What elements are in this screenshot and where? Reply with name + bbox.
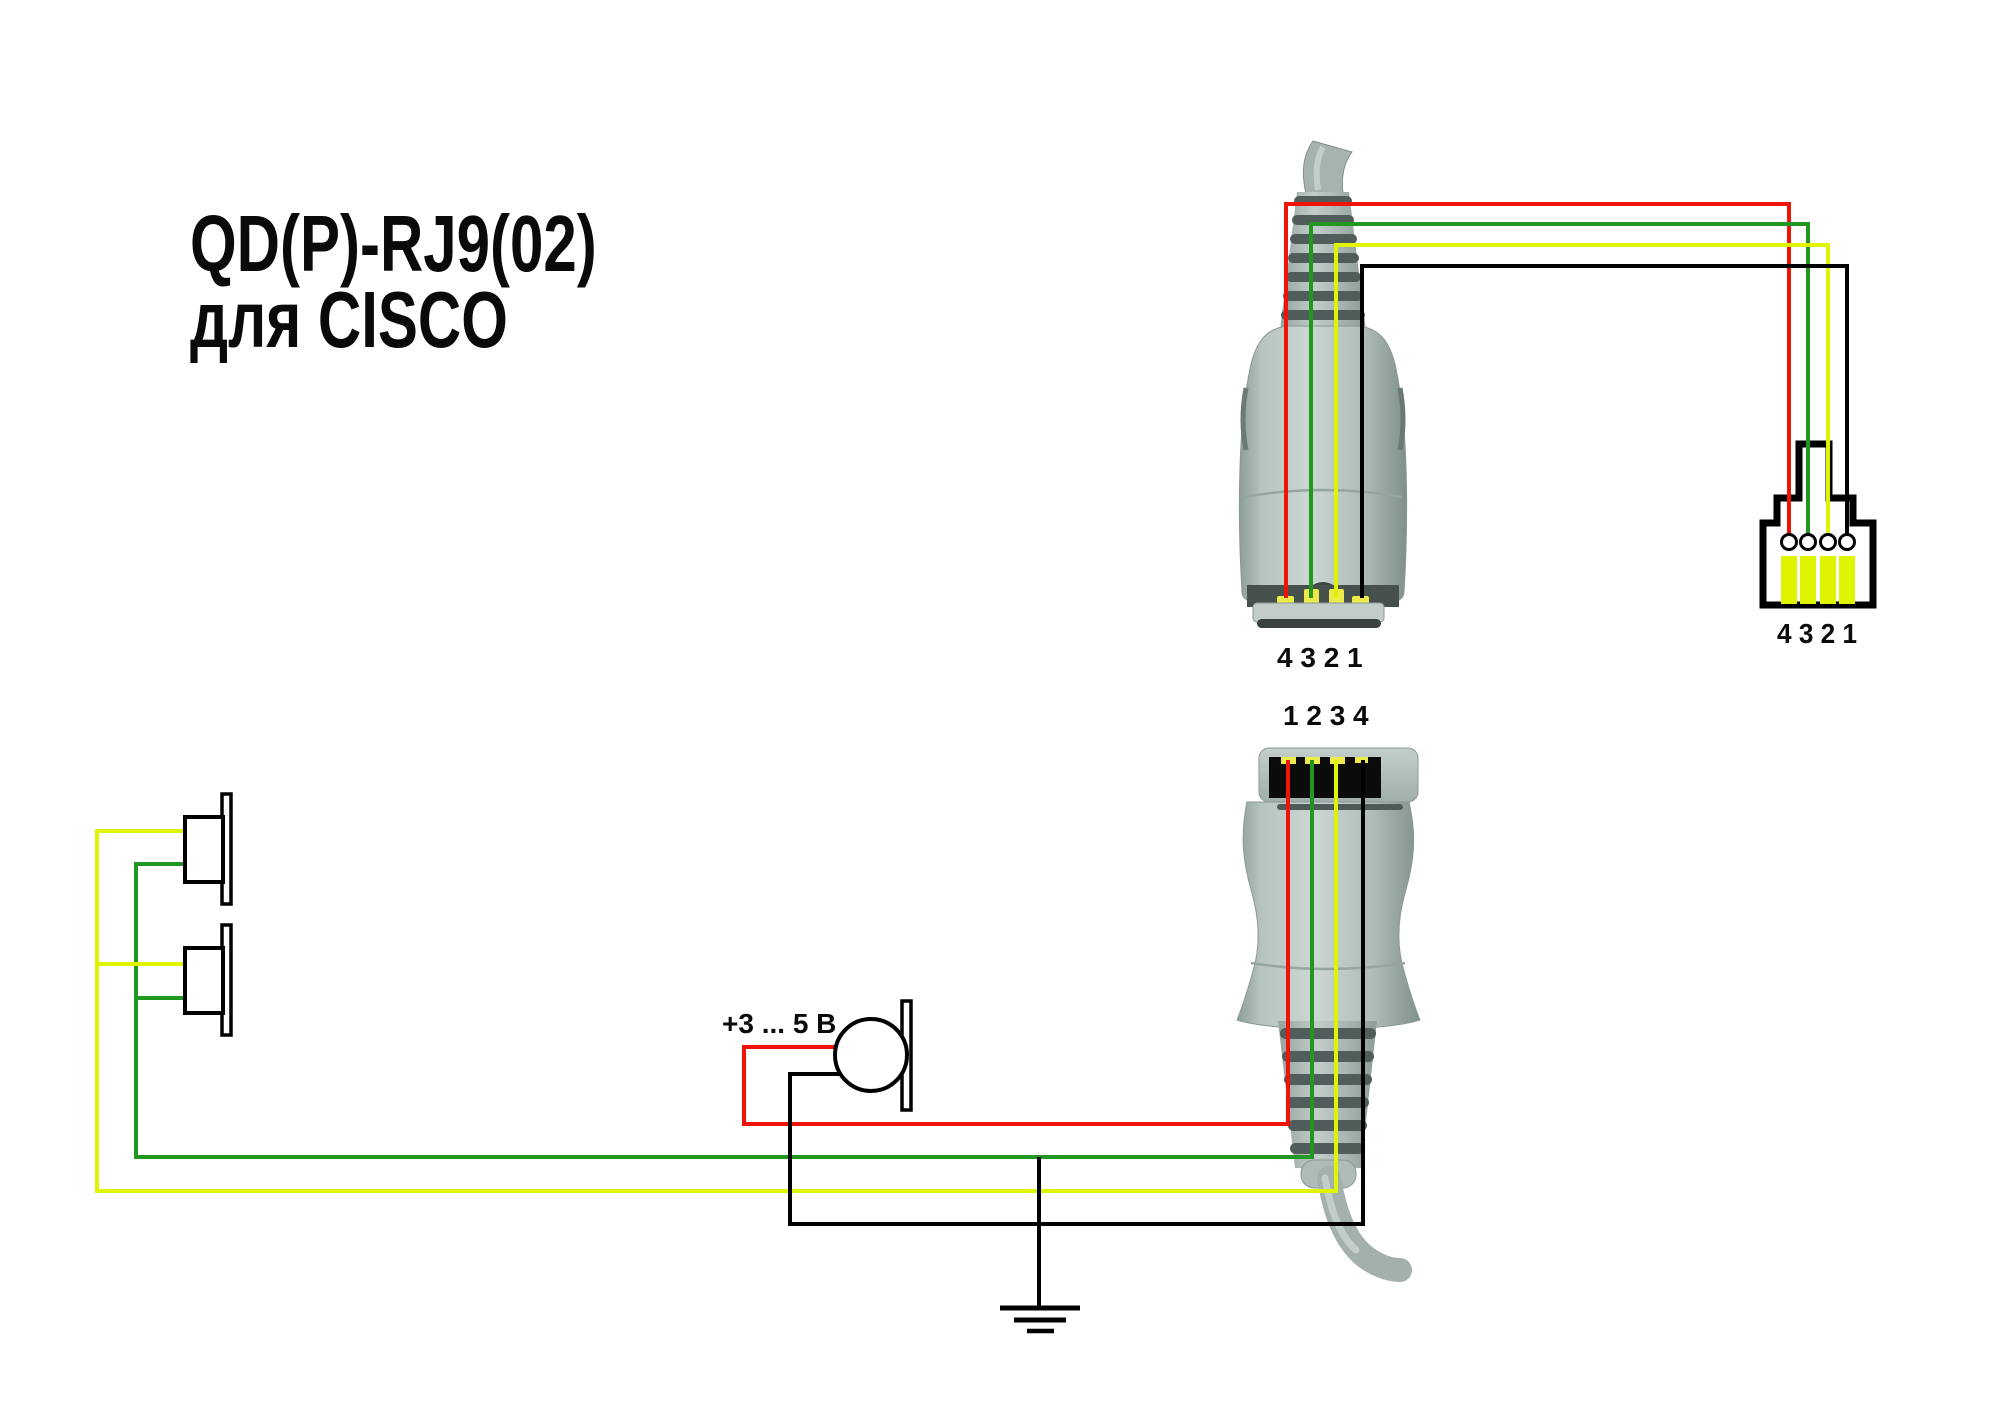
- microphone: [833, 999, 913, 1112]
- wire-red-top: [1284, 202, 1791, 598]
- qd-plug-seam: [1243, 488, 1403, 499]
- rj9-wire-hole-1: [1780, 533, 1798, 551]
- qd-socket-seam: [1250, 961, 1406, 971]
- speaker-top: [183, 792, 233, 906]
- wire-green-top: [1309, 222, 1810, 598]
- speaker-top-body: [183, 815, 225, 884]
- qd-socket-cable-tail: [1317, 1166, 1412, 1282]
- wire-yellow-bottom: [95, 760, 1338, 1193]
- qd-socket-connector: [1236, 747, 1421, 1282]
- title-line-2: для CISCO: [190, 275, 508, 364]
- rj9-wire-hole-3: [1819, 533, 1837, 551]
- qd-socket-strain-relief-ribs: [1280, 1028, 1376, 1154]
- wire-black-bottom: [788, 760, 1365, 1226]
- qd-plug-pin-label: 4 3 2 1: [1277, 642, 1363, 673]
- rj9-outline: [1759, 440, 1877, 609]
- rj9-wire-hole-4: [1838, 533, 1856, 551]
- wires: [95, 202, 1849, 1308]
- qd-plug-tip-edge: [1257, 619, 1381, 628]
- rj9-contact-pads: [1781, 556, 1855, 604]
- qd-socket-cable-tail-highlight: [1321, 1174, 1360, 1254]
- title-line-1: QD(P)-RJ9(02): [190, 199, 597, 288]
- qd-plug-side-groove-left: [1240, 387, 1249, 451]
- qd-plug-cable-stub: [1302, 140, 1353, 195]
- qd-socket-body: [1236, 801, 1421, 1030]
- ground-symbol: [1000, 1305, 1080, 1334]
- wire-yellow-top: [1334, 243, 1830, 598]
- speaker-bottom: [183, 923, 233, 1037]
- microphone-circle: [833, 1017, 909, 1093]
- mic-voltage-label: +3 ... 5 В: [722, 1008, 836, 1039]
- rj9-connector: [1759, 440, 1877, 609]
- qd-socket-pin-label: 1 2 3 4: [1283, 700, 1369, 731]
- speaker-bottom-body: [183, 946, 225, 1015]
- wire-black-top: [1360, 264, 1849, 598]
- qd-plug-connector: [1238, 140, 1408, 628]
- rj9-contacts: [1780, 533, 1856, 604]
- rj9-wire-hole-2: [1799, 533, 1817, 551]
- rj9-pin-label: 4 3 2 1: [1777, 618, 1857, 649]
- page-title: QD(P)-RJ9(02) для CISCO: [190, 199, 597, 364]
- qd-plug-cable-highlight: [1313, 145, 1326, 191]
- qd-plug-strain-relief-ribs: [1281, 196, 1365, 320]
- qd-socket-slot: [1277, 804, 1403, 810]
- wire-red-bottom: [742, 760, 1290, 1126]
- qd-plug-side-groove-right: [1397, 387, 1406, 451]
- qd-plug-body: [1238, 325, 1408, 605]
- wire-green-bottom: [134, 760, 1314, 1159]
